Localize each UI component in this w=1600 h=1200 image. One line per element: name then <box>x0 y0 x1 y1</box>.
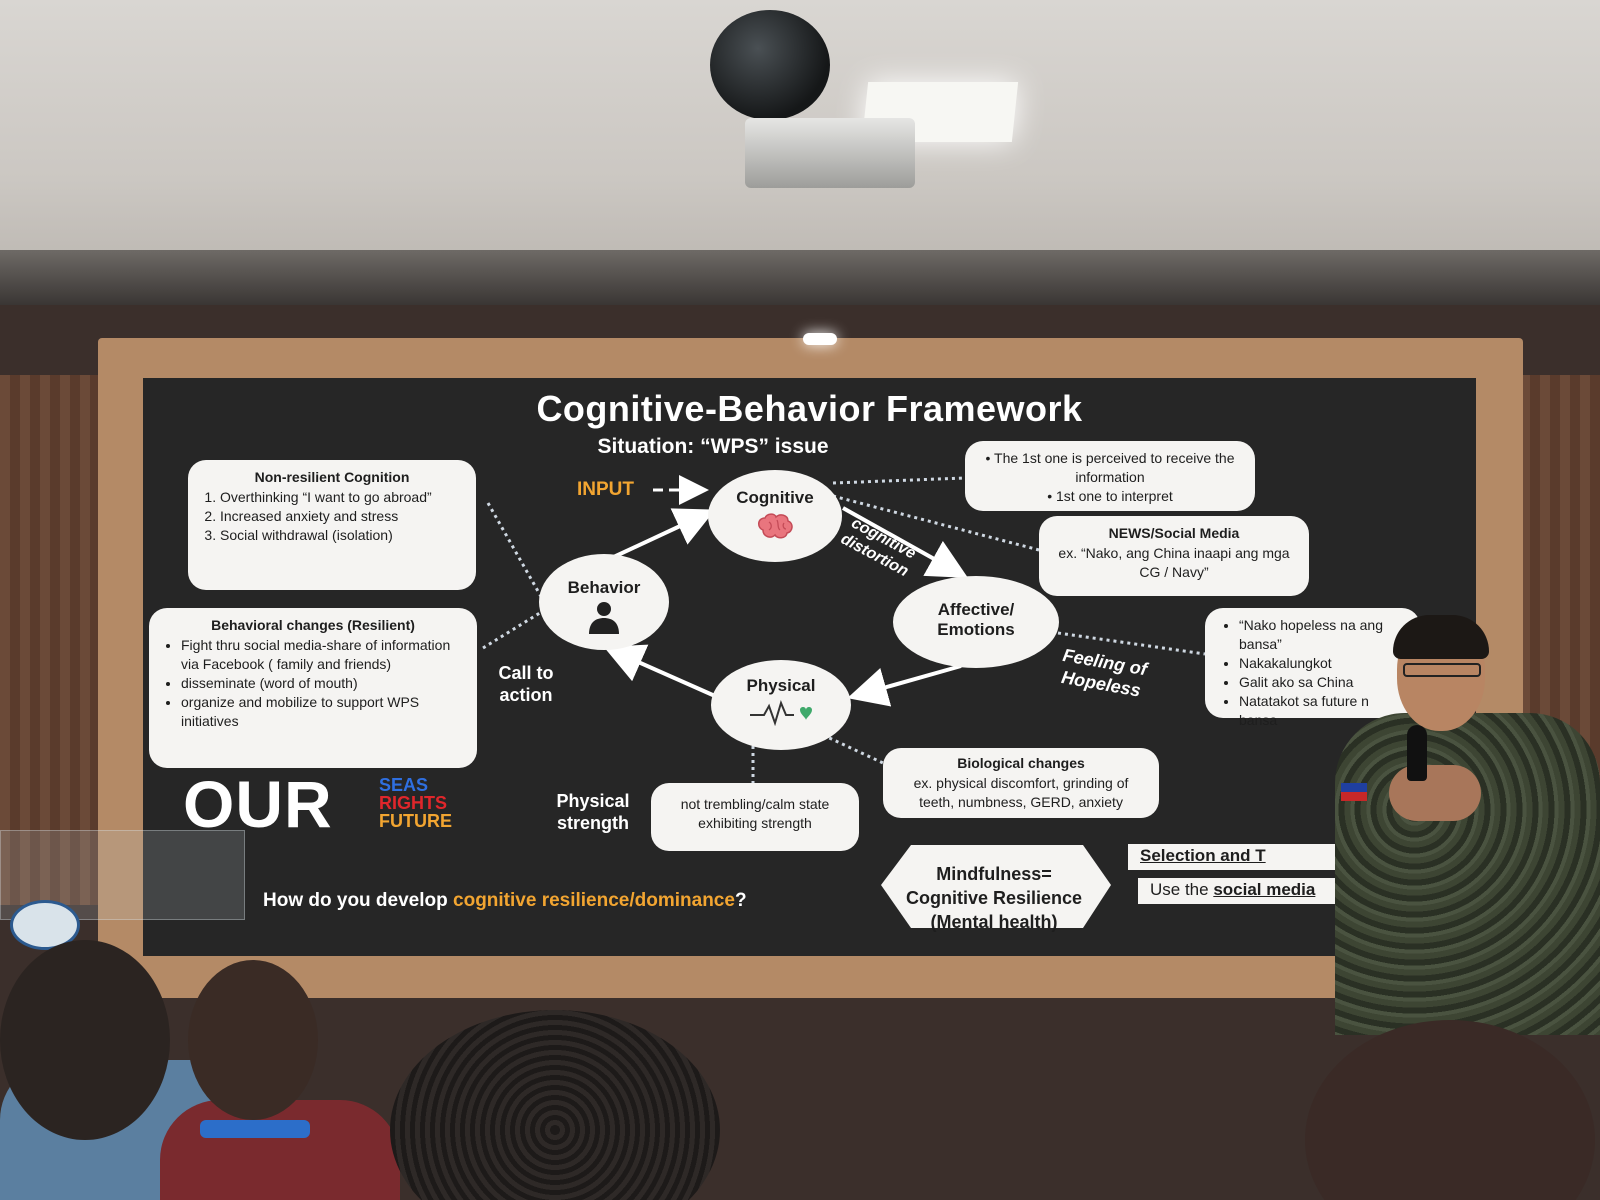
list-item: Social withdrawal (isolation) <box>220 526 462 545</box>
calm-state-text: not trembling/calm state exhibiting stre… <box>680 796 830 831</box>
call-to-action-label: Call to action <box>488 662 564 706</box>
list-item: Fight thru social media-share of informa… <box>181 636 463 674</box>
dotted-cognitive-first-one <box>832 476 966 485</box>
presentation-slide: Cognitive-Behavior Framework Situation: … <box>143 378 1476 956</box>
calm-state-box: not trembling/calm state exhibiting stre… <box>651 783 859 851</box>
arrow-cognitive-to-affective <box>842 506 968 578</box>
behavioral-changes-heading: Behavioral changes (Resilient) <box>211 617 415 633</box>
list-item: organize and mobilize to support WPS ini… <box>181 693 463 731</box>
arrow-physical-to-behavior <box>603 644 716 698</box>
audience-head-left <box>0 940 170 1140</box>
behavior-node: Behavior <box>539 554 669 650</box>
seas-rights-future-wordmark: SEAS RIGHTS FUTURE <box>379 776 452 830</box>
affective-node-label-line1: Affective/ <box>937 600 1015 619</box>
audience-head-center <box>390 1010 720 1200</box>
list-item: Nakakalungkot <box>1239 654 1406 673</box>
question-highlight: cognitive resilience/dominance <box>453 890 735 911</box>
list-item: Overthinking “I want to go abroad” <box>220 488 462 507</box>
news-example: ex. “Nako, ang China inaapi ang mga CG /… <box>1058 545 1290 580</box>
behavior-node-label: Behavior <box>567 578 641 597</box>
biological-example: ex. physical discomfort, grinding of tee… <box>913 775 1129 810</box>
future-word: FUTURE <box>379 811 452 831</box>
speaker-glasses <box>1403 663 1481 677</box>
dotted-cognitive-news <box>832 494 1040 552</box>
physical-strength-label: Physical strength <box>543 790 643 834</box>
news-social-media-box: NEWS/Social Media ex. “Nako, ang China i… <box>1039 516 1309 596</box>
diagram-connectors <box>482 475 1206 928</box>
non-resilient-heading: Non-resilient Cognition <box>254 469 410 485</box>
ceiling-soffit <box>0 250 1600 305</box>
mindfulness-line2: Cognitive Resilience <box>905 888 1083 908</box>
bottom-question: How do you develop cognitive resilience/… <box>263 890 747 912</box>
question-mark: ? <box>734 890 747 911</box>
audience-shoulders-center-left <box>160 1100 400 1200</box>
heartbeat-icon <box>750 700 812 727</box>
audience-head-right <box>1305 1020 1595 1200</box>
wood-wall-panel-left <box>0 375 100 905</box>
speaker-hair <box>1393 615 1489 659</box>
behavioral-changes-box: Behavioral changes (Resilient) Fight thr… <box>149 608 477 768</box>
cognitive-node: Cognitive <box>708 470 842 562</box>
speaker-hand <box>1389 765 1481 821</box>
seas-word: SEAS <box>379 775 429 795</box>
dotted-behavior-changes <box>482 609 544 650</box>
question-text: How do you develop <box>263 890 454 911</box>
arrow-affective-to-physical <box>847 664 962 707</box>
dotted-physical-biological <box>822 733 884 765</box>
rights-word: RIGHTS <box>379 793 448 813</box>
ceiling-spotlight <box>803 333 837 345</box>
first-one-item: • 1st one to interpret <box>1047 488 1173 504</box>
first-one-box: • The 1st one is perceived to receive th… <box>965 441 1255 511</box>
first-one-item: • The 1st one is perceived to receive th… <box>985 450 1235 485</box>
audience-head-center-left <box>188 960 318 1120</box>
brain-icon <box>758 513 793 539</box>
physical-node-label: Physical <box>746 676 816 695</box>
microphone-icon <box>1407 725 1427 781</box>
selection-text: Selection and T <box>1140 846 1266 865</box>
non-resilient-cognition-box: Non-resilient Cognition Overthinking “I … <box>188 460 476 590</box>
physical-strength-line1: Physical <box>556 791 630 811</box>
speaker <box>1335 615 1600 1035</box>
situation-label: Situation: “WPS” issue <box>597 435 829 458</box>
affective-node-label-line2: Emotions <box>937 620 1015 639</box>
person-silhouette-icon <box>589 602 619 634</box>
lanyard <box>200 1120 310 1138</box>
list-item: disseminate (word of mouth) <box>181 674 463 693</box>
cognitive-node-label: Cognitive <box>736 488 814 507</box>
biological-changes-box: Biological changes ex. physical discomfo… <box>883 748 1159 818</box>
use-text: Use the <box>1150 880 1214 899</box>
list-item: Increased anxiety and stress <box>220 507 462 526</box>
list-item: Natatakot sa future n bansa <box>1239 692 1406 730</box>
ceiling-projector <box>745 118 915 188</box>
mindfulness-line3: (Mental health) <box>930 912 1058 932</box>
news-heading: NEWS/Social Media <box>1108 525 1240 541</box>
mindfulness-line1: Mindfulness= <box>936 864 1052 884</box>
mindfulness-hexagon <box>881 845 1111 928</box>
flag-patch-icon <box>1341 783 1367 801</box>
input-label: INPUT <box>577 479 634 500</box>
mindfulness-text: Mindfulness= Cognitive Resilience (Menta… <box>881 862 1107 934</box>
physical-strength-line2: strength <box>557 813 629 833</box>
affective-emotions-node: Affective/ Emotions <box>893 576 1059 668</box>
dotted-behavior-nonresilient <box>486 502 545 601</box>
arrow-behavior-to-cognitive <box>604 508 716 563</box>
call-to-action-line2: action <box>499 685 553 705</box>
emotions-quotes-box: “Nako hopeless na ang bansa” Nakakalungk… <box>1205 608 1420 728</box>
social-media-text: social media <box>1213 880 1316 899</box>
biological-heading: Biological changes <box>957 755 1085 771</box>
speaker-camouflage-uniform <box>1335 713 1600 1035</box>
security-camera-dome <box>710 10 830 120</box>
slide-title: Cognitive-Behavior Framework <box>536 388 1083 429</box>
list-item: Galit ako sa China <box>1239 673 1406 692</box>
our-wordmark: OUR <box>183 767 333 841</box>
list-item: “Nako hopeless na ang bansa” <box>1239 616 1406 654</box>
call-to-action-line1: Call to <box>498 663 554 683</box>
physical-node: Physical <box>711 660 851 750</box>
